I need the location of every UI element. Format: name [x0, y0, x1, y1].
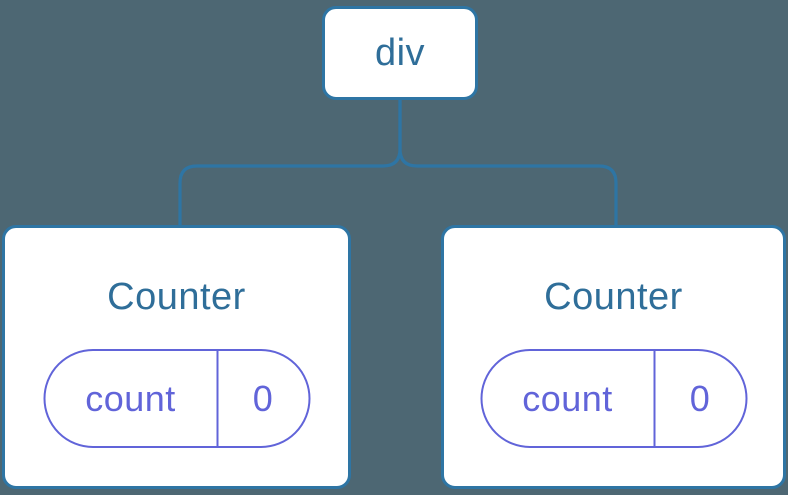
- component-card-left: Counter count 0: [2, 225, 351, 489]
- state-key: count: [522, 377, 613, 419]
- root-node: div: [322, 6, 478, 100]
- state-value-cell: 0: [653, 351, 745, 446]
- root-node-label: div: [374, 31, 426, 74]
- component-title: Counter: [107, 276, 246, 318]
- state-pill: count 0: [43, 349, 310, 448]
- component-card-right: Counter count 0: [441, 225, 786, 489]
- state-key: count: [85, 377, 176, 419]
- state-key-cell: count: [45, 351, 216, 446]
- state-key-cell: count: [482, 351, 653, 446]
- component-title: Counter: [544, 276, 683, 318]
- state-value-cell: 0: [216, 351, 308, 446]
- connector-right-branch: [398, 100, 618, 226]
- state-pill: count 0: [480, 349, 747, 448]
- state-value: 0: [689, 377, 711, 419]
- connector-left-branch: [178, 100, 402, 226]
- state-value: 0: [252, 377, 274, 419]
